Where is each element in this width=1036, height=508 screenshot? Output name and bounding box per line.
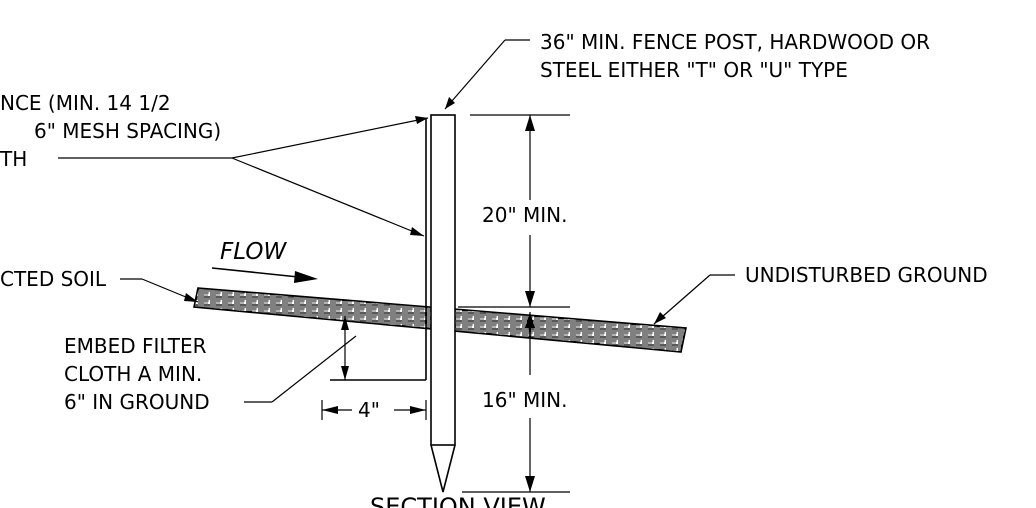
fence-callout-leader — [58, 116, 429, 237]
embed-depth-dimension — [341, 316, 349, 380]
ground-callout-leader — [653, 274, 735, 325]
fence-callout-line2: 6" MESH SPACING) — [34, 119, 221, 143]
fence-post — [430, 114, 456, 493]
section-title: SECTION VIEW — [370, 493, 546, 508]
height-dimension — [458, 114, 570, 308]
flow-label: FLOW — [220, 239, 287, 265]
embed-callout-line3: 6" IN GROUND — [64, 390, 210, 414]
depth-dimension — [462, 312, 570, 493]
flow-arrow — [211, 267, 318, 283]
height-dimension-label: 20" MIN. — [482, 203, 567, 227]
post-callout-line2: STEEL EITHER "T" OR "U" TYPE — [540, 58, 848, 82]
fence-callout-line3: TH — [0, 147, 27, 171]
fence-callout-line1: NCE (MIN. 14 1/2 — [0, 91, 171, 115]
offset-dimension — [321, 400, 427, 420]
soil-callout-leader — [120, 278, 199, 303]
embed-callout-line2: CLOTH A MIN. — [64, 362, 202, 386]
post-callout-line1: 36" MIN. FENCE POST, HARDWOOD OR — [540, 30, 930, 54]
embed-callout-leader — [244, 335, 357, 403]
soil-callout: CTED SOIL — [0, 267, 107, 291]
post-callout-leader — [444, 39, 530, 110]
depth-dimension-label: 16" MIN. — [482, 388, 567, 412]
embed-callout-line1: EMBED FILTER — [64, 334, 207, 358]
ground-callout: UNDISTURBED GROUND — [745, 263, 988, 287]
offset-dimension-label: 4" — [358, 398, 380, 422]
filter-cloth — [330, 119, 427, 381]
